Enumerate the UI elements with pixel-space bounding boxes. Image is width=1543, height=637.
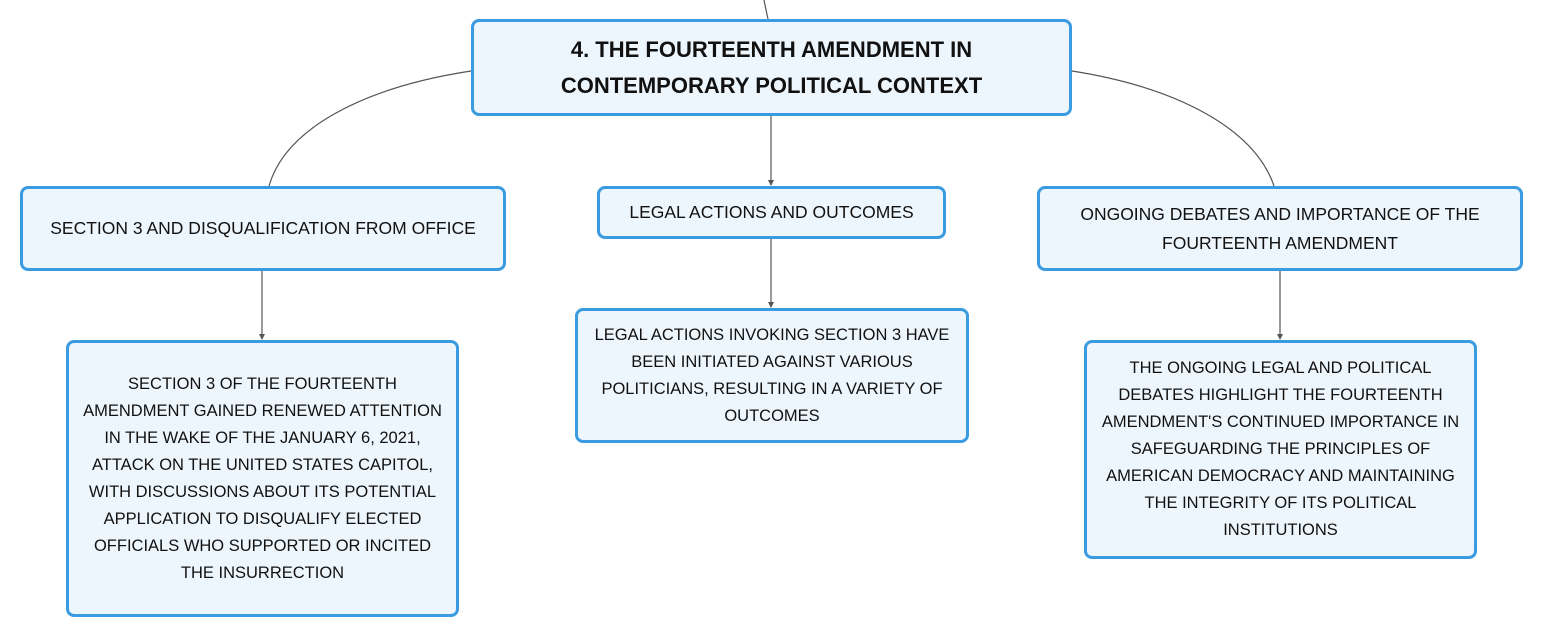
detail-ongoing-debates[interactable]: THE ONGOING LEGAL AND POLITICAL DEBATES … <box>1084 340 1477 559</box>
detail-text: LEGAL ACTIONS INVOKING SECTION 3 HAVE BE… <box>594 325 950 425</box>
root-topic-title: 4. THE FOURTEENTH AMENDMENT IN CONTEMPOR… <box>560 36 983 98</box>
arrowhead <box>768 302 774 308</box>
detail-legal-actions[interactable]: LEGAL ACTIONS INVOKING SECTION 3 HAVE BE… <box>575 308 969 443</box>
topic-ongoing-debates[interactable]: ONGOING DEBATES AND IMPORTANCE OF THE FO… <box>1037 186 1523 271</box>
arrowhead <box>768 180 774 186</box>
connector-root-to-section3 <box>268 70 472 187</box>
incoming-connector <box>763 0 769 20</box>
detail-text: SECTION 3 OF THE FOURTEENTH AMENDMENT GA… <box>83 374 442 582</box>
detail-section3-disqualification[interactable]: SECTION 3 OF THE FOURTEENTH AMENDMENT GA… <box>66 340 459 617</box>
topic-legal-actions[interactable]: LEGAL ACTIONS AND OUTCOMES <box>597 186 946 239</box>
topic-title: LEGAL ACTIONS AND OUTCOMES <box>629 202 914 222</box>
arrowhead <box>259 334 265 340</box>
connector-root-to-debates <box>1071 70 1275 187</box>
root-topic-node[interactable]: 4. THE FOURTEENTH AMENDMENT IN CONTEMPOR… <box>471 19 1072 116</box>
detail-text: THE ONGOING LEGAL AND POLITICAL DEBATES … <box>1101 359 1460 539</box>
arrowhead <box>1277 334 1283 340</box>
topic-title: SECTION 3 AND DISQUALIFICATION FROM OFFI… <box>50 218 476 238</box>
topic-section3-disqualification[interactable]: SECTION 3 AND DISQUALIFICATION FROM OFFI… <box>20 186 506 271</box>
topic-title: ONGOING DEBATES AND IMPORTANCE OF THE FO… <box>1080 203 1480 253</box>
